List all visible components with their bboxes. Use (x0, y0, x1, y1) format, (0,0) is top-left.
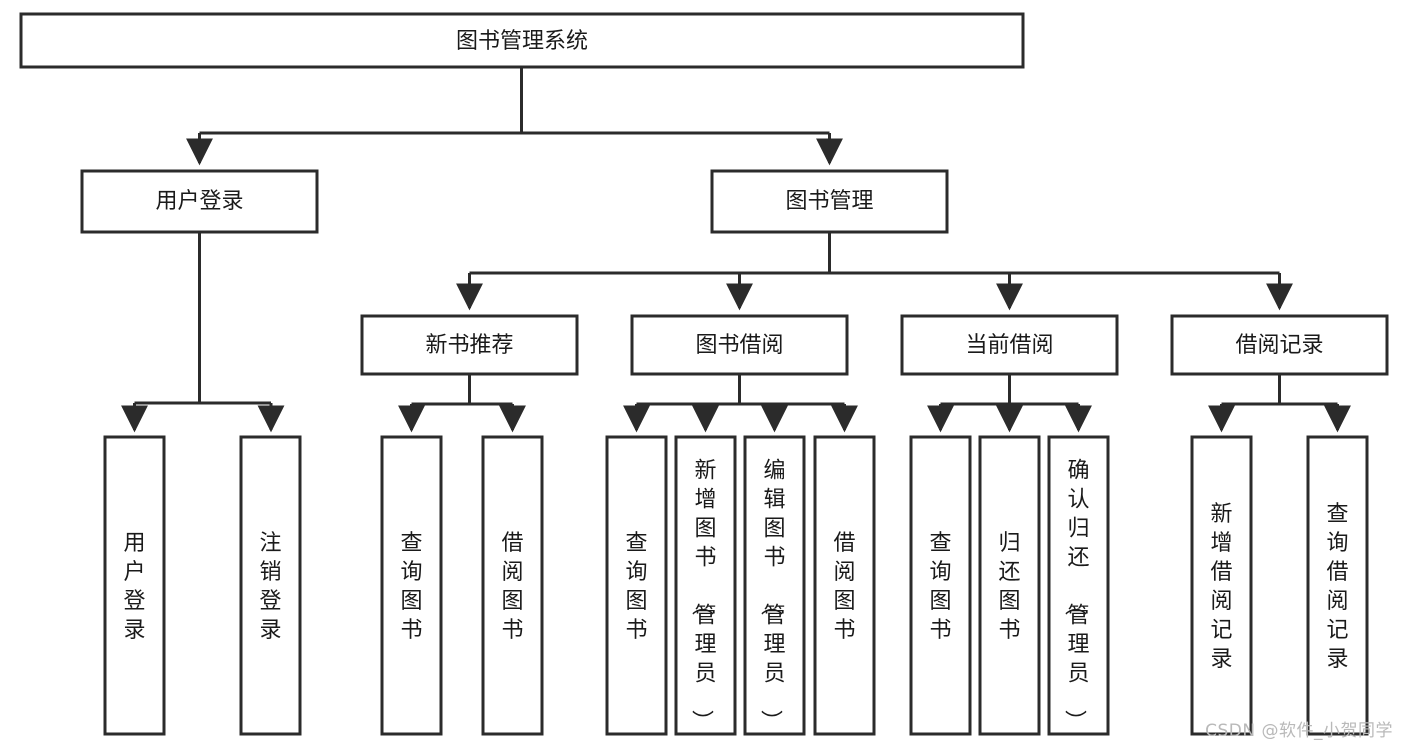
node-current-borrow-box[interactable] (900, 314, 1119, 376)
node-root-label: 图书管理系统 (456, 29, 588, 54)
node-leaf-add-record-label: 新增借阅记录 (1210, 502, 1232, 672)
node-current-borrow[interactable]: 当前借阅 (900, 314, 1119, 376)
node-leaf-user-login[interactable]: 用户登录 (103, 435, 166, 736)
node-borrow-record-label: 借阅记录 (1235, 333, 1323, 358)
node-leaf-return-book-box[interactable] (978, 435, 1041, 736)
node-leaf-query-book-3[interactable]: 查询图书 (909, 435, 972, 736)
node-leaf-logout-login[interactable]: 注销登录 (239, 435, 302, 736)
node-leaf-add-book[interactable]: 新增图书（管理员） (674, 435, 737, 736)
node-leaf-add-book-label: 新增图书（管理员） (688, 459, 716, 732)
node-leaf-borrow-book-1[interactable]: 借阅图书 (481, 435, 544, 736)
node-borrow-record[interactable]: 借阅记录 (1170, 314, 1389, 376)
node-leaf-query-book-2[interactable]: 查询图书 (605, 435, 668, 736)
edge-group-borrow-record (1208, 374, 1351, 433)
node-leaf-user-login-box[interactable] (103, 435, 166, 736)
node-book-borrow-label: 图书借阅 (695, 333, 783, 358)
node-leaf-return-book[interactable]: 归还图书 (978, 435, 1041, 736)
node-book-management-label: 图书管理 (785, 189, 873, 214)
node-leaf-query-record-label: 查询借阅记录 (1326, 502, 1348, 672)
node-leaf-query-book-2-label: 查询图书 (625, 531, 647, 643)
node-leaf-query-record[interactable]: 查询借阅记录 (1306, 435, 1369, 736)
node-leaf-add-record-box[interactable] (1190, 435, 1253, 736)
node-leaf-query-book-3-label: 查询图书 (929, 531, 951, 643)
node-leaf-borrow-book-2-label: 借阅图书 (833, 531, 855, 643)
node-leaf-query-book-3-box[interactable] (909, 435, 972, 736)
edge-group-new-book-recommend (398, 374, 526, 433)
node-leaf-borrow-book-2[interactable]: 借阅图书 (813, 435, 876, 736)
node-leaf-query-book-1-box[interactable] (380, 435, 443, 736)
node-new-book-recommend-box[interactable] (360, 314, 579, 376)
node-leaf-borrow-book-2-box[interactable] (813, 435, 876, 736)
node-leaf-user-login-label: 用户登录 (123, 531, 145, 643)
node-user-login-box[interactable] (80, 169, 319, 234)
node-borrow-record-box[interactable] (1170, 314, 1389, 376)
edge-group-user-login (121, 232, 285, 433)
node-leaf-query-book-1-label: 查询图书 (400, 531, 422, 643)
node-root-box[interactable] (19, 12, 1025, 69)
node-leaf-edit-book-label: 编辑图书（管理员） (757, 459, 785, 732)
node-leaf-logout-login-box[interactable] (239, 435, 302, 736)
node-leaf-confirm-return-label: 确认归还（管理员） (1061, 459, 1089, 732)
node-leaf-add-book-box[interactable] (674, 435, 737, 736)
edge-group-root (186, 67, 843, 166)
node-leaf-edit-book[interactable]: 编辑图书（管理员） (743, 435, 806, 736)
node-user-login-label: 用户登录 (155, 189, 243, 214)
node-leaf-confirm-return[interactable]: 确认归还（管理员） (1047, 435, 1110, 736)
node-book-borrow-box[interactable] (630, 314, 849, 376)
node-leaf-query-record-box[interactable] (1306, 435, 1369, 736)
node-leaf-query-book-1[interactable]: 查询图书 (380, 435, 443, 736)
node-leaf-query-book-2-box[interactable] (605, 435, 668, 736)
node-book-management-box[interactable] (710, 169, 949, 234)
node-leaf-add-record[interactable]: 新增借阅记录 (1190, 435, 1253, 736)
node-book-borrow[interactable]: 图书借阅 (630, 314, 849, 376)
node-root[interactable]: 图书管理系统 (19, 12, 1025, 69)
node-new-book-recommend[interactable]: 新书推荐 (360, 314, 579, 376)
edge-group-book-management (456, 232, 1293, 311)
node-leaf-return-book-label: 归还图书 (998, 531, 1020, 643)
node-user-login[interactable]: 用户登录 (80, 169, 319, 234)
node-leaf-edit-book-box[interactable] (743, 435, 806, 736)
node-new-book-recommend-label: 新书推荐 (425, 333, 513, 358)
node-book-management[interactable]: 图书管理 (710, 169, 949, 234)
node-leaf-borrow-book-1-box[interactable] (481, 435, 544, 736)
node-current-borrow-label: 当前借阅 (965, 333, 1053, 358)
edge-group-book-borrow (623, 374, 858, 433)
node-leaf-confirm-return-box[interactable] (1047, 435, 1110, 736)
node-leaf-borrow-book-1-label: 借阅图书 (501, 531, 523, 643)
edge-group-current-borrow (927, 374, 1092, 433)
node-leaf-logout-login-label: 注销登录 (259, 531, 281, 643)
